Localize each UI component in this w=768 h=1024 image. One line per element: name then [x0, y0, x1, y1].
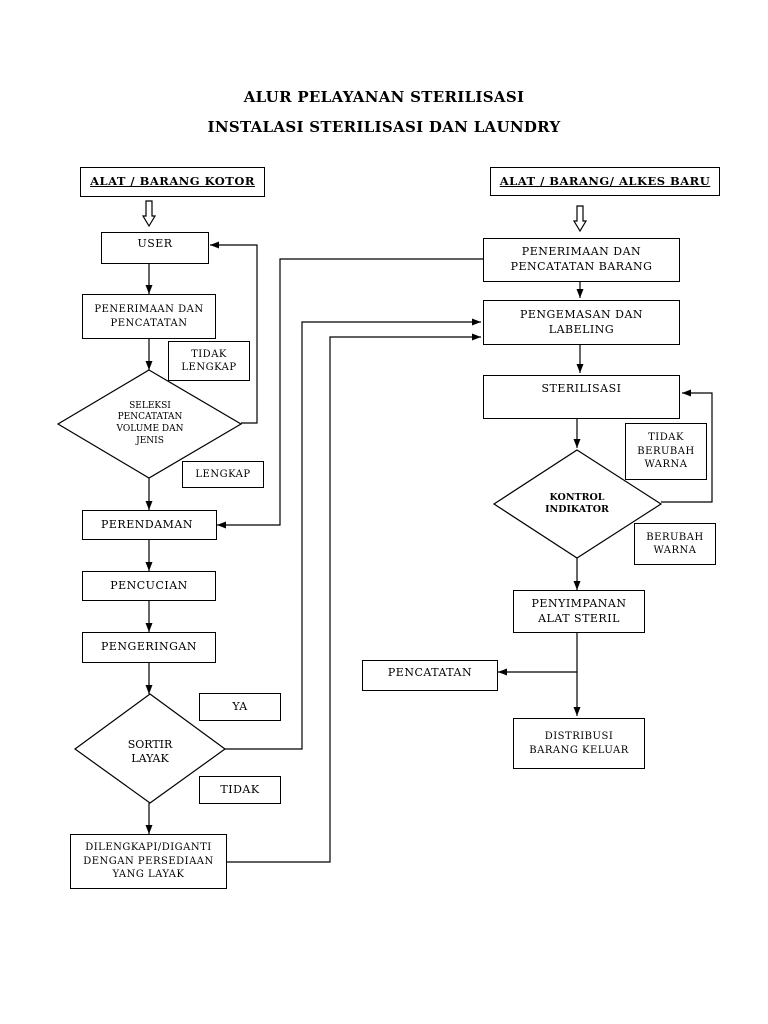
node-penyimpanan-alat-steril: PENYIMPANAN ALAT STERIL: [513, 590, 645, 633]
node-penerimaan-pencatatan-barang-label: PENERIMAAN DAN PENCATATAN BARANG: [510, 245, 653, 273]
label-berubah-warna: BERUBAH WARNA: [634, 523, 716, 565]
hollow-down-arrow-left: [141, 200, 157, 228]
node-pencucian: PENCUCIAN: [82, 571, 216, 601]
node-penerimaan-pencatatan: PENERIMAAN DAN PENCATATAN: [82, 294, 216, 339]
node-perendaman: PERENDAMAN: [82, 510, 217, 540]
decision-sortir-label: SORTIR LAYAK: [127, 737, 173, 765]
label-lengkap: LENGKAP: [182, 461, 264, 488]
decision-seleksi-shape: [56, 369, 243, 479]
node-pengeringan: PENGERINGAN: [82, 632, 216, 663]
hollow-down-arrow-right: [572, 205, 588, 233]
diagram-title: ALUR PELAYANAN STERILISASI: [243, 88, 525, 106]
node-sterilisasi: STERILISASI: [483, 375, 680, 419]
decision-sortir-shape: [73, 693, 227, 804]
node-sterilisasi-label: STERILISASI: [541, 382, 622, 395]
node-dilengkapi-diganti: DILENGKAPI/DIGANTI DENGAN PERSEDIAAN YAN…: [70, 834, 227, 889]
node-pengemasan-labeling: PENGEMASAN DAN LABELING: [483, 300, 680, 345]
label-tidak-lengkap-text: TIDAK LENGKAP: [181, 348, 237, 374]
node-penyimpanan-alat-steril-label: PENYIMPANAN ALAT STERIL: [531, 596, 627, 625]
label-lengkap-text: LENGKAP: [195, 468, 251, 480]
connector-sortir-ya-to-pengemasan: [225, 318, 481, 750]
label-tidak: TIDAK: [199, 776, 281, 804]
node-distribusi-barang-keluar-label: DISTRIBUSI BARANG KELUAR: [529, 731, 629, 756]
header-alat-barang-kotor-label: ALAT / BARANG KOTOR: [90, 174, 255, 189]
loop-tidak-berubah-warna: [661, 389, 713, 503]
decision-seleksi-label: SELEKSI PENCATATAN VOLUME DAN JENIS: [116, 400, 184, 446]
node-user: USER: [101, 232, 209, 264]
node-pengeringan-label: PENGERINGAN: [101, 640, 197, 654]
connector-penerimaan-barang-to-perendaman: [217, 258, 483, 529]
node-distribusi-barang-keluar: DISTRIBUSI BARANG KELUAR: [513, 718, 645, 769]
label-tidak-berubah-warna-text: TIDAK BERUBAH WARNA: [637, 432, 695, 471]
label-tidak-lengkap: TIDAK LENGKAP: [168, 341, 250, 381]
node-pengemasan-labeling-label: PENGEMASAN DAN LABELING: [519, 307, 644, 336]
label-ya-text: YA: [232, 699, 248, 713]
node-user-label: USER: [137, 237, 173, 250]
label-tidak-berubah-warna: TIDAK BERUBAH WARNA: [625, 423, 707, 480]
node-dilengkapi-diganti-label: DILENGKAPI/DIGANTI DENGAN PERSEDIAAN YAN…: [83, 842, 214, 881]
label-berubah-warna-text: BERUBAH WARNA: [646, 531, 704, 557]
label-tidak-text: TIDAK: [220, 782, 260, 796]
node-penerimaan-pencatatan-barang: PENERIMAAN DAN PENCATATAN BARANG: [483, 238, 680, 282]
connector-dilengkapi-to-pengemasan: [227, 333, 481, 863]
label-ya: YA: [199, 693, 281, 721]
diagram-subtitle: INSTALASI STERILISASI DAN LAUNDRY: [207, 118, 561, 136]
loop-tidak-lengkap: [210, 241, 258, 424]
node-pencatatan: PENCATATAN: [362, 660, 498, 691]
node-penerimaan-pencatatan-label: PENERIMAAN DAN PENCATATAN: [94, 304, 204, 329]
header-alkes-baru-label: ALAT / BARANG/ ALKES BARU: [499, 173, 711, 188]
node-perendaman-label: PERENDAMAN: [101, 517, 193, 531]
decision-kontrol-label: KONTROL INDIKATOR: [545, 491, 609, 515]
header-alat-barang-kotor: ALAT / BARANG KOTOR: [80, 167, 265, 197]
node-pencucian-label: PENCUCIAN: [110, 578, 188, 592]
header-alkes-baru: ALAT / BARANG/ ALKES BARU: [490, 167, 720, 196]
decision-kontrol-shape: [492, 449, 663, 559]
node-pencatatan-label: PENCATATAN: [387, 666, 473, 679]
